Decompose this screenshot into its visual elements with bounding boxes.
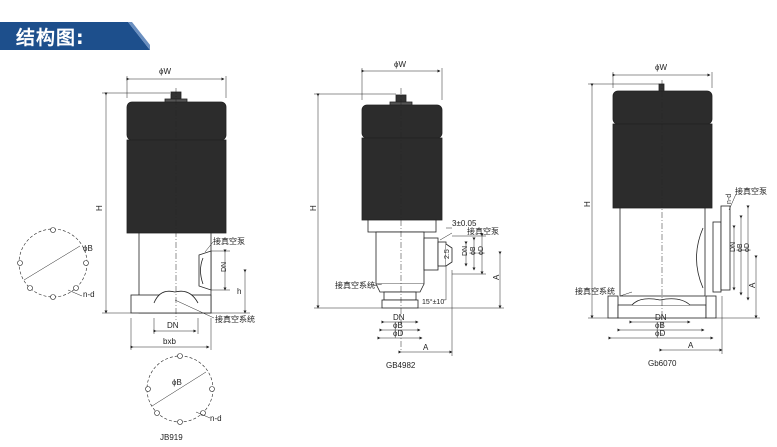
valve1-cap [126, 101, 227, 141]
valve1-dn-side-label: DN [221, 262, 228, 272]
valve3-cap [612, 90, 713, 125]
labels: ϕW H 接真空泵 DN h 接真空系统 DN bxb ϕB n-d ϕB n-… [83, 60, 767, 442]
valve2-kf-flange [381, 299, 419, 309]
valve2-h-label: H [309, 205, 318, 211]
valve-gb6070 [588, 72, 760, 354]
valve2-a-label: A [423, 343, 429, 352]
banner-title: 结构图: [16, 27, 85, 49]
valve3-vacuum-system-label: 接真空系统 [575, 286, 615, 296]
valve3-d-side-label: ϕD [744, 243, 751, 252]
valve3-d-label: ϕD [655, 329, 665, 338]
valve2-tolerance-label: 3±0.05 [452, 219, 477, 228]
flange-jb-nd-label: n-d [210, 414, 222, 423]
valve3-w-label: ϕW [655, 63, 667, 72]
valve3-a-side-label: A [748, 282, 757, 288]
valve2-vacuum-pump-label: 接真空泵 [467, 226, 499, 236]
valve-gb4982 [314, 68, 504, 356]
valve3-b-label: ϕB [655, 321, 665, 330]
valve3-a-label: A [688, 341, 694, 350]
valve2-d-label: ϕD [393, 329, 403, 338]
valve2-w-label: ϕW [394, 60, 406, 69]
valve1-port-curve [200, 257, 204, 285]
std-jb919-label: JB919 [160, 433, 183, 442]
valve1-body [126, 139, 227, 234]
valve2-b-side-label: ϕB [470, 246, 477, 255]
valve3-dn-side-label: DN [730, 242, 737, 252]
valve3-nd-label: n-d [726, 194, 733, 204]
valve2-vacuum-system-label: 接真空系统 [335, 280, 375, 290]
valve-jb919 [102, 76, 250, 350]
flange-top-nd-label: n-d [83, 290, 95, 299]
valve1-vacuum-system-label: 接真空系统 [215, 314, 255, 324]
flange-top-b-label: ϕB [83, 244, 93, 253]
flange-circle-jb919 [145, 353, 215, 425]
valve2-b-label: ϕB [393, 321, 403, 330]
valve1-h-label: H [95, 205, 104, 211]
valve3-bonnet [619, 207, 706, 297]
valve3-h-label: H [583, 201, 592, 207]
valve1-vacuum-pump-label: 接真空泵 [213, 236, 245, 246]
valve3-side-flange [720, 205, 731, 291]
valve1-dn-label: DN [167, 321, 179, 330]
flange-jb-b-label: ϕB [172, 378, 182, 387]
std-gb6070-label: Gb6070 [648, 359, 677, 368]
banner-shape [0, 22, 150, 50]
valve2-angle-label: 15°±10' [422, 298, 446, 306]
valve1-h-small-label: h [237, 287, 241, 296]
section-banner: 结构图: [0, 22, 150, 50]
valve1-bxb-label: bxb [163, 337, 176, 346]
valve3-dn-label: DN [655, 313, 667, 322]
valve2-side-port [423, 237, 439, 271]
valve2-bonnet [375, 231, 425, 285]
valve3-vacuum-pump-label: 接真空泵 [735, 186, 767, 196]
valve2-body [361, 137, 443, 221]
flange-circle-top [17, 227, 89, 300]
valve3-b-side-label: ϕB [737, 243, 744, 252]
valve2-dn-side-label: DN [462, 246, 469, 256]
valve2-dn-label: DN [393, 313, 405, 322]
valve2-d-side-label: ϕD [478, 246, 485, 255]
valve2-cap [361, 104, 443, 139]
valve2-a-side-label: A [492, 274, 501, 280]
valve3-body [612, 123, 713, 209]
valve1-w-label: ϕW [159, 67, 171, 76]
std-gb4982-label: GB4982 [386, 361, 416, 370]
valve2-r-label: 2.5 [444, 249, 451, 259]
